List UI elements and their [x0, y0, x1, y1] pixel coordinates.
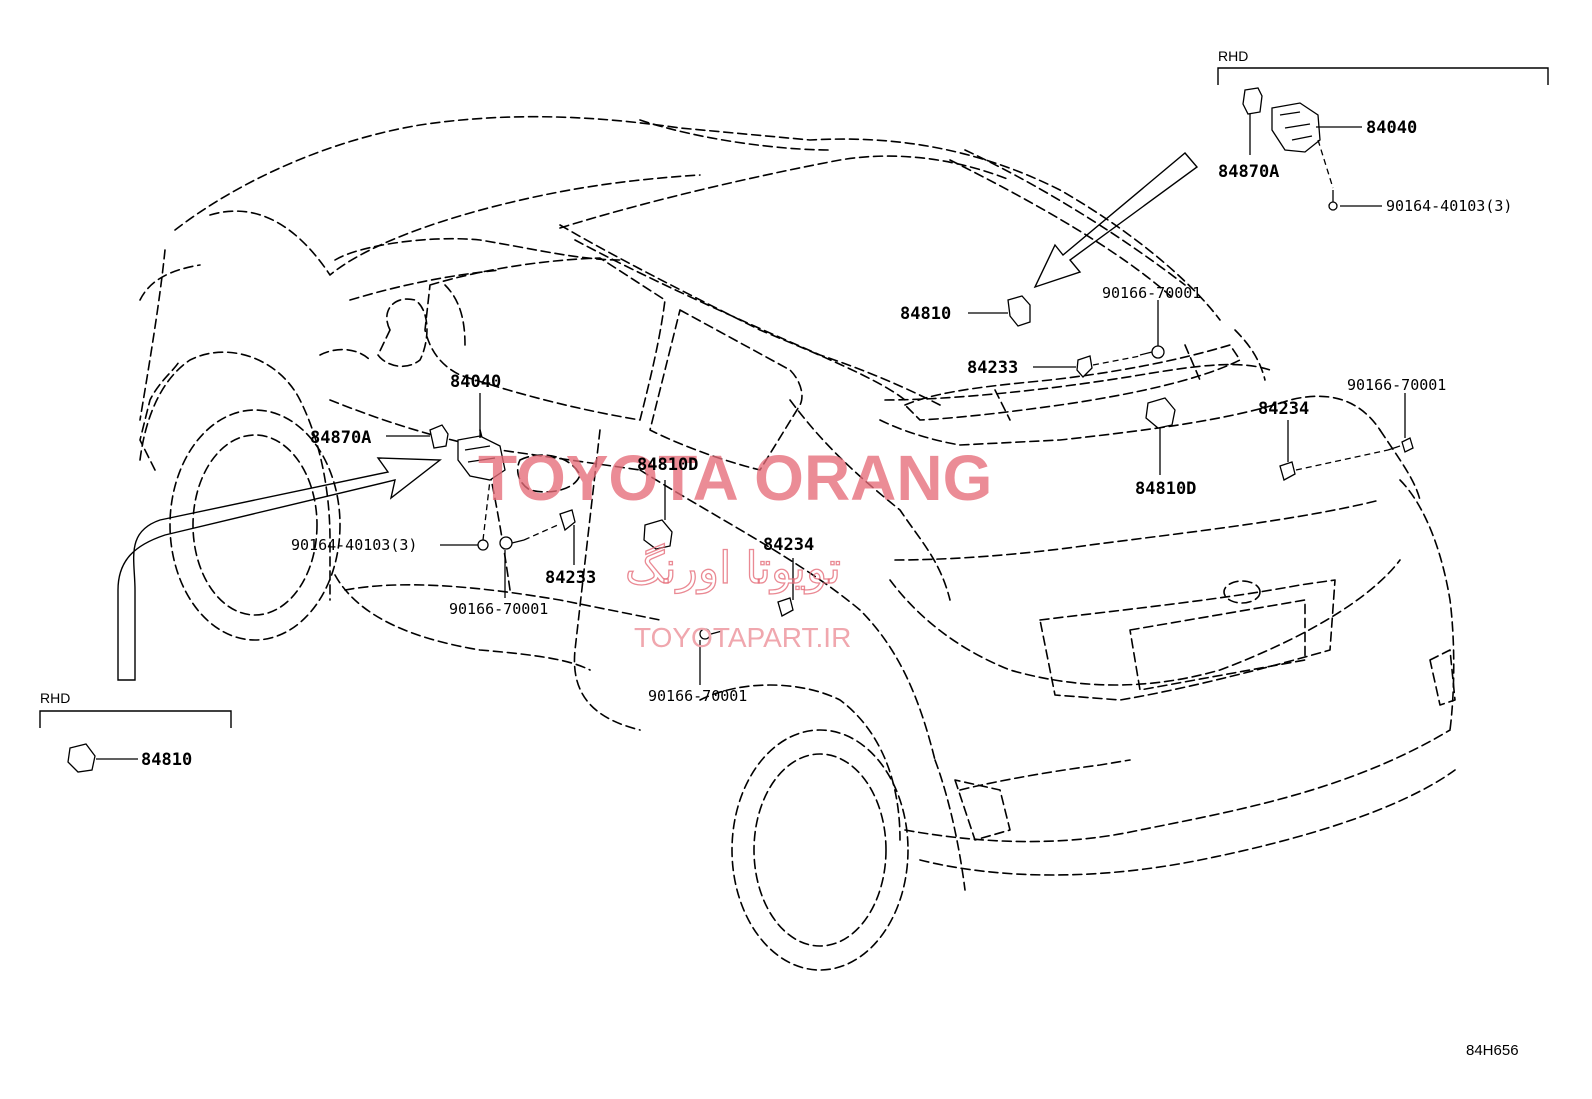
vehicle-outline — [139, 115, 1456, 971]
label-rhd-84870a: 84870A — [1218, 162, 1279, 182]
label-door-90166: 90166-70001 — [449, 600, 548, 618]
watermark-persian: تویوتا اورنگ — [625, 543, 841, 594]
label-door-90164: 90164-40103(3) — [291, 536, 417, 554]
label-rear-84234: 84234 — [1258, 399, 1309, 419]
leader-lines — [96, 114, 1406, 760]
label-rear-84233: 84233 — [967, 358, 1018, 378]
part-glyphs — [67, 87, 1414, 773]
diagram-code: 84H656 — [1466, 1042, 1519, 1059]
label-rear-90166: 90166-70001 — [1102, 284, 1201, 302]
rhd-label-top: RHD — [1218, 48, 1248, 64]
watermark-site: TOYOTAPART.IR — [634, 622, 851, 653]
label-door-84234: 84234 — [763, 535, 814, 555]
label-lower-90166: 90166-70001 — [648, 687, 747, 705]
label-rear-84810d: 84810D — [1135, 479, 1196, 499]
label-rhd-84040: 84040 — [1366, 118, 1417, 138]
label-roof-84810: 84810 — [900, 304, 951, 324]
label-door-84040: 84040 — [450, 372, 501, 392]
label-door-84870a: 84870A — [310, 428, 371, 448]
rhd-brackets — [39, 67, 1549, 728]
rhd-label-left: RHD — [40, 690, 70, 706]
label-door-84233: 84233 — [545, 568, 596, 588]
pointer-arrows — [117, 152, 1199, 681]
watermark-brand: TOYOTA ORANG — [478, 442, 992, 514]
part-labels: RHD RHD 84040 84870A 90164-40103(3) 8481… — [40, 48, 1519, 1059]
label-rhd-90164: 90164-40103(3) — [1386, 197, 1512, 215]
watermark: TOYOTA ORANG تویوتا اورنگ TOYOTAPART.IR — [478, 442, 992, 653]
label-rear-right-90166: 90166-70001 — [1347, 376, 1446, 394]
label-door-84810d: 84810D — [637, 455, 698, 475]
label-rhd-left-84810: 84810 — [141, 750, 192, 770]
